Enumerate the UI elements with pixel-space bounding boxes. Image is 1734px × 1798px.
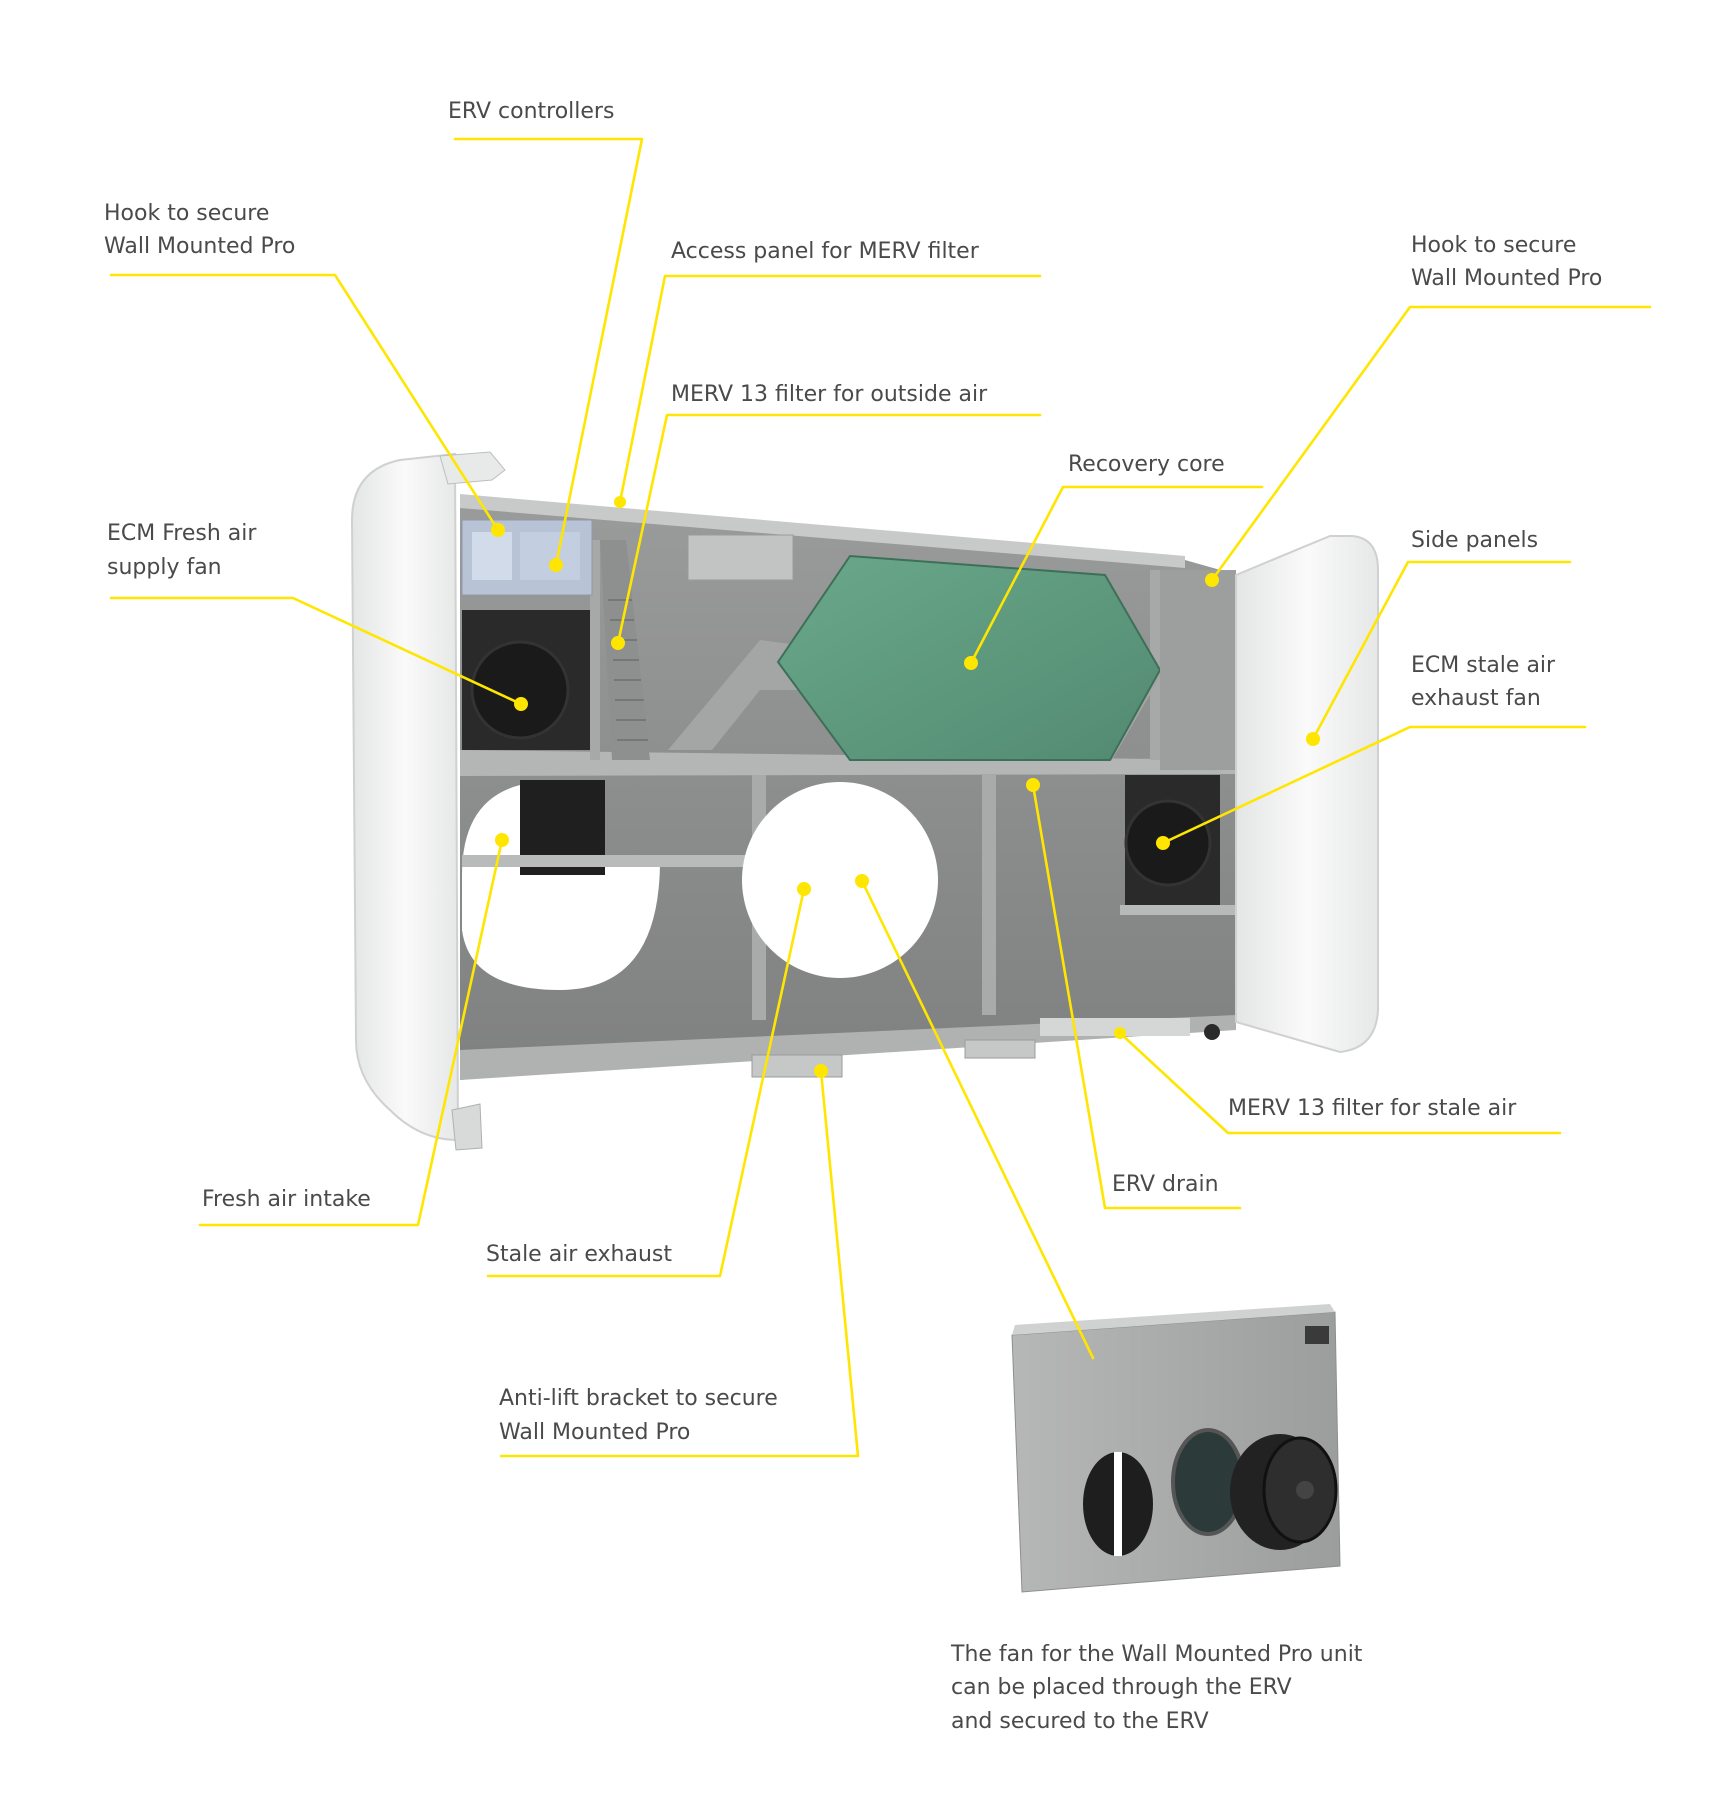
leader-anti-lift: [499, 1069, 860, 1458]
divider-vertical-mid-2: [982, 775, 996, 1015]
filter-pleats: [608, 599, 648, 741]
fresh-fan-wheel: [470, 640, 570, 740]
label-hook-right-line2: Wall Mounted Pro: [1411, 266, 1602, 291]
label-fresh-air-intake: Fresh air intake: [202, 1187, 371, 1212]
label-access-panel: Access panel for MERV filter: [671, 239, 980, 264]
dot-hook-right: [1205, 573, 1219, 587]
leader-lines: [109, 137, 1652, 1458]
dot-hook-left: [491, 523, 505, 537]
label-erv-drain: ERV drain: [1112, 1172, 1219, 1197]
label-ecm-fresh-line1: ECM Fresh air: [107, 521, 257, 546]
label-anti-lift-line1: Anti-lift bracket to secure: [499, 1386, 778, 1411]
dot-erv-controllers: [549, 558, 563, 572]
label-fan-note-line2: can be placed through the ERV: [951, 1675, 1292, 1700]
dot-anti-lift: [814, 1064, 828, 1078]
dot-recovery-core: [964, 656, 978, 670]
upper-shelf: [460, 750, 1236, 776]
controllers-card-a: [472, 532, 512, 580]
leader-merv13-outside: [616, 413, 1042, 645]
label-hook-left-line2: Wall Mounted Pro: [104, 234, 295, 259]
leader-erv-controllers: [453, 137, 644, 567]
dot-side-panels: [1306, 732, 1320, 746]
left-top-hook: [439, 451, 506, 485]
dot-ecm-fresh: [514, 697, 528, 711]
left-side-panel: [350, 452, 460, 1142]
label-side-panels: Side panels: [1411, 528, 1538, 553]
fresh-air-intake-opening: [462, 785, 660, 990]
leader-stale-air-exhaust: [486, 887, 806, 1278]
label-anti-lift-line2: Wall Mounted Pro: [499, 1420, 690, 1445]
merv-filter-stale: [1040, 1018, 1190, 1036]
divider-vertical-left: [590, 540, 600, 760]
leader-recovery-core: [969, 485, 1264, 665]
leader-fresh-air-intake: [198, 838, 504, 1227]
fan-module-top: [1012, 1304, 1335, 1335]
leader-ecm-stale: [1161, 725, 1587, 845]
leader-side-panels: [1311, 560, 1572, 741]
leader-fan-module: [860, 879, 1095, 1360]
dot-erv-drain: [1026, 778, 1040, 792]
dot-ecm-stale: [1156, 836, 1170, 850]
label-erv-controllers: ERV controllers: [448, 99, 614, 124]
stale-fan-shelf: [1120, 905, 1236, 915]
dot-stale-air-exhaust: [797, 882, 811, 896]
leader-hook-right: [1210, 305, 1652, 582]
fan-module-hole-1-slit: [1114, 1452, 1122, 1556]
label-merv13-stale: MERV 13 filter for stale air: [1228, 1096, 1517, 1121]
left-bottom-foot: [451, 1103, 483, 1151]
leader-erv-drain: [1031, 783, 1242, 1210]
top-bracket: [687, 534, 794, 581]
label-ecm-stale-line1: ECM stale air: [1411, 653, 1556, 678]
label-fan-note-line1: The fan for the Wall Mounted Pro unit: [950, 1642, 1363, 1667]
housing-top-rail: [460, 494, 1185, 568]
fan-module-fan-hub: [1296, 1481, 1314, 1499]
label-ecm-stale-line2: exhaust fan: [1411, 686, 1541, 711]
label-merv13-outside: MERV 13 filter for outside air: [671, 382, 988, 407]
label-ecm-fresh-line2: supply fan: [107, 555, 222, 580]
drain-fitting: [1204, 1024, 1220, 1040]
erv-unit: [350, 451, 1379, 1151]
label-hook-right-line1: Hook to secure: [1411, 233, 1576, 258]
bottom-bracket-2: [964, 1039, 1036, 1059]
right-side-panel: [1235, 535, 1379, 1054]
dot-fresh-air-intake: [495, 833, 509, 847]
leader-access-panel: [618, 274, 1042, 504]
dot-merv13-stale: [1114, 1027, 1126, 1039]
intake-shelf: [462, 855, 757, 867]
callout-labels: ERV controllers Hook to secure Wall Moun…: [104, 99, 1602, 1734]
label-fan-note-line3: and secured to the ERV: [951, 1709, 1209, 1734]
dot-access-panel: [614, 496, 626, 508]
leader-ecm-fresh: [109, 596, 523, 706]
dot-fan-module: [855, 874, 869, 888]
label-hook-left-line1: Hook to secure: [104, 201, 269, 226]
label-stale-air-exhaust: Stale air exhaust: [486, 1242, 672, 1267]
label-recovery-core: Recovery core: [1068, 452, 1225, 477]
leader-hook-left: [109, 273, 500, 532]
leader-merv13-stale: [1118, 1031, 1562, 1135]
merv-filter-outside: [600, 540, 650, 760]
fan-module-vent: [1305, 1326, 1329, 1344]
right-column: [1160, 570, 1236, 770]
callout-dots: [491, 496, 1320, 1078]
fan-module: [1011, 1304, 1341, 1593]
controllers-card-b: [520, 532, 580, 580]
dot-merv13-outside: [611, 636, 625, 650]
stale-air-exhaust-opening: [742, 782, 938, 978]
